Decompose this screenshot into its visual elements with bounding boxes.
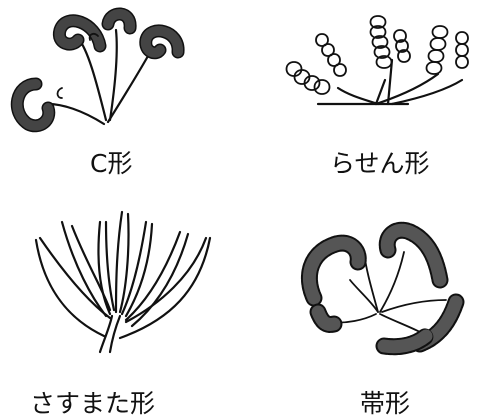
- chestnut-label: さすまた形: [30, 389, 155, 418]
- spiral-figure: [285, 15, 469, 106]
- c-shape-label: C形: [90, 149, 132, 178]
- spiral-label: らせん形: [330, 149, 430, 178]
- band-figure: [300, 221, 465, 356]
- chestnut-figure: [34, 210, 212, 354]
- c-shape-figure: [10, 7, 185, 133]
- band-label: 帯形: [360, 389, 410, 418]
